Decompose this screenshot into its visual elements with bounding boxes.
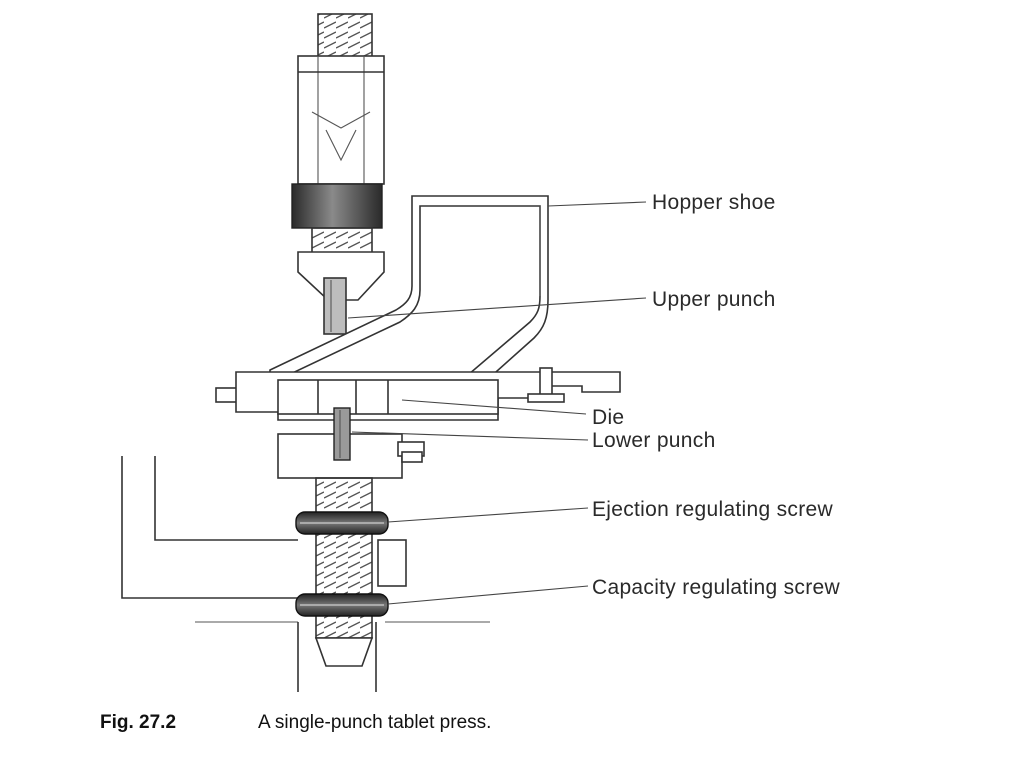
leader-capacity-screw	[387, 585, 589, 605]
leader-die	[401, 399, 587, 415]
leader-hopper-shoe	[547, 201, 647, 207]
ejection-ring	[295, 511, 389, 535]
leader-upper-punch	[347, 297, 647, 319]
leader-lines	[347, 201, 647, 605]
figure-caption: A single-punch tablet press.	[258, 712, 491, 733]
label-upper-punch: Upper punch	[652, 288, 776, 311]
machine-frame	[121, 456, 490, 692]
hopper-shoe	[269, 195, 549, 389]
leader-ejection-screw	[387, 507, 589, 523]
screw-shaft	[314, 477, 374, 667]
leader-lower-punch	[351, 431, 589, 441]
figure-number: Fig. 27.2	[100, 712, 176, 733]
label-hopper-shoe: Hopper shoe	[652, 191, 776, 214]
upper-punch-holder	[291, 13, 385, 335]
label-ejection-regulating-screw: Ejection regulating screw	[592, 498, 833, 521]
label-die: Die	[592, 406, 624, 429]
die-table	[215, 367, 621, 421]
capacity-ring	[295, 593, 389, 617]
label-lower-punch: Lower punch	[592, 429, 716, 452]
label-capacity-regulating-screw: Capacity regulating screw	[592, 576, 840, 599]
lower-punch-block	[277, 407, 425, 479]
